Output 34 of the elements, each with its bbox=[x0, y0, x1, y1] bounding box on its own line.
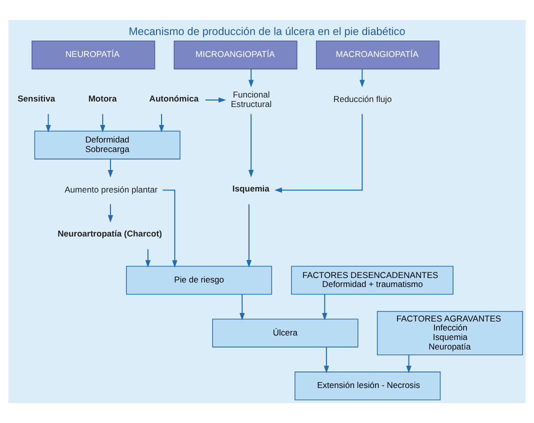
arrow bbox=[158, 114, 164, 132]
arrow bbox=[145, 249, 151, 268]
node-box: FACTORES AGRAVANTES Infección Isquemia Neuropatía bbox=[376, 310, 523, 356]
node-box: Deformidad Sobrecarga bbox=[34, 130, 180, 160]
node-text: Motora bbox=[88, 93, 117, 104]
arrow bbox=[240, 294, 245, 320]
node-text: Neuroartropatía (Charcot) bbox=[58, 228, 162, 239]
node-box: FACTORES DESENCADENANTES Deformidad + traumatismo bbox=[291, 266, 454, 295]
node-text: Autonómica bbox=[149, 93, 199, 104]
arrow bbox=[274, 114, 363, 193]
node-box: Pie de riesgo bbox=[126, 266, 272, 295]
arrow bbox=[324, 347, 330, 374]
arrow bbox=[406, 354, 412, 374]
arrow bbox=[248, 68, 254, 88]
node-text: Sensitiva bbox=[18, 93, 56, 104]
arrow bbox=[46, 114, 51, 132]
arrow bbox=[205, 97, 226, 103]
arrow bbox=[100, 114, 106, 132]
arrow bbox=[246, 204, 252, 268]
node-box: MACROANGIOPATÍA bbox=[316, 40, 440, 70]
arrow bbox=[108, 204, 114, 223]
node-text: Reducción flujo bbox=[333, 94, 392, 104]
node-text: Aumento presión plantar bbox=[64, 184, 158, 194]
node-text: Isquemia bbox=[232, 184, 270, 194]
node-text: Funcional Estructural bbox=[230, 90, 272, 109]
arrow bbox=[322, 294, 328, 320]
node-box: Úlcera bbox=[212, 318, 358, 348]
node-box: Extensión lesión - Necrosis bbox=[294, 372, 441, 400]
arrow bbox=[360, 68, 365, 88]
diagram-title: Mecanismo de producción de la úlcera en el pie diabético bbox=[128, 26, 406, 38]
arrow bbox=[248, 114, 254, 178]
arrow bbox=[108, 159, 114, 178]
node-box: NEUROPATÍA bbox=[32, 40, 156, 70]
node-box: MICROANGIOPATÍA bbox=[174, 40, 298, 70]
